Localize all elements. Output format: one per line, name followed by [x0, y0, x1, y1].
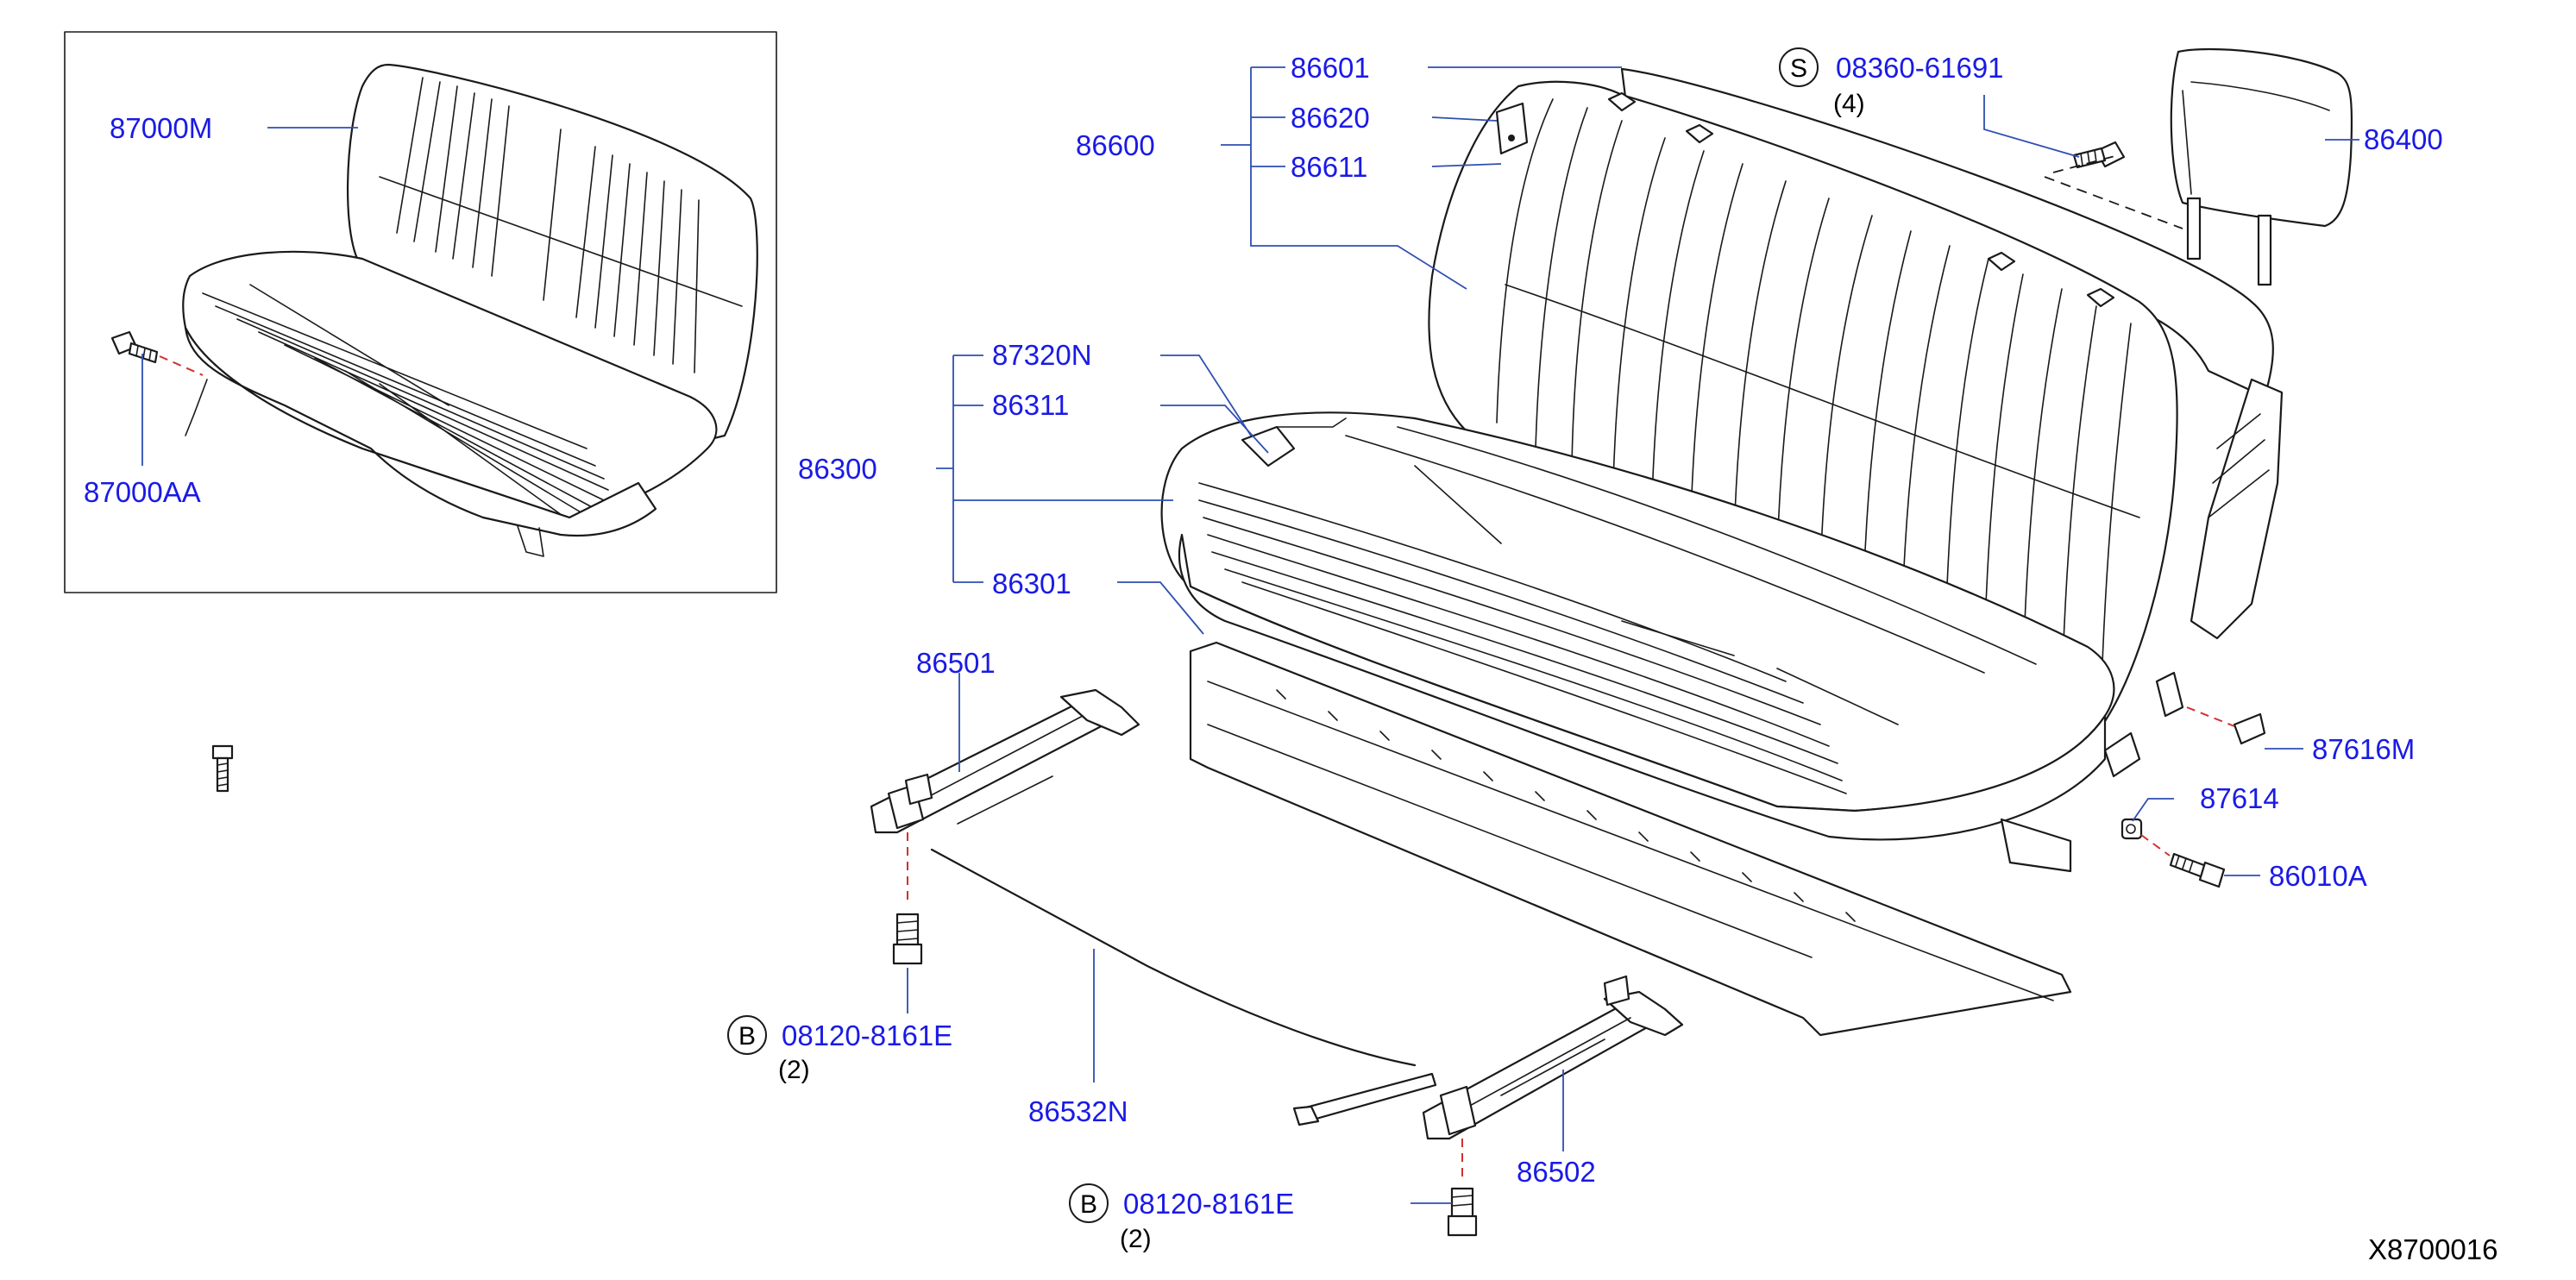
badge-b-2: B: [1069, 1183, 1109, 1223]
clip-icon: [2233, 712, 2266, 745]
headrest-post-left: [2186, 197, 2202, 260]
label-08120-8161E-2[interactable]: 08120-8161E: [1123, 1188, 1294, 1220]
inset-seat-back: [346, 63, 758, 467]
loose-bolt-icon: [211, 744, 234, 793]
label-86601[interactable]: 86601: [1291, 52, 1370, 84]
qty-08120-8161E-1: (2): [778, 1056, 810, 1084]
headrest-hidden-line: [2044, 176, 2183, 229]
label-86400[interactable]: 86400: [2364, 123, 2443, 155]
cushion-skirt: [1178, 533, 2107, 841]
leader-lines: [907, 66, 2359, 1204]
part-labels: 86601 86620 86611 86600 S 08360-61691 (4…: [727, 47, 2497, 1265]
slide-rail-left: [870, 688, 1140, 834]
seat-back: [1428, 67, 2284, 735]
qty-08360-61691: (4): [1833, 90, 1865, 118]
diagram-reference: X8700016: [2368, 1233, 2497, 1265]
label-86532N[interactable]: 86532N: [1028, 1095, 1128, 1127]
label-86301[interactable]: 86301: [992, 568, 1071, 599]
svg-text:B: B: [1080, 1190, 1097, 1219]
label-86311[interactable]: 86311: [992, 389, 1069, 421]
inset-seat-base: [184, 326, 657, 536]
cushion-frame: [1189, 641, 2184, 1037]
label-86010A[interactable]: 86010A: [2269, 860, 2367, 892]
label-08120-8161E-1[interactable]: 08120-8161E: [782, 1020, 952, 1051]
inset-seat-assembly: 87000M 87000AA: [64, 31, 777, 593]
qty-08120-8161E-2: (2): [1120, 1225, 1152, 1253]
inset-bolt-hidden-line: [159, 355, 204, 376]
bolt-side-icon: [2169, 852, 2226, 888]
label-87616M[interactable]: 87616M: [2312, 733, 2415, 765]
label-08360-61691[interactable]: 08360-61691: [1836, 52, 2004, 84]
slide-wire: [930, 848, 1417, 1067]
bushing-icon: [2120, 818, 2143, 840]
inset-bolt: [110, 330, 159, 364]
bolt-b-left-icon: [892, 913, 923, 965]
label-86600[interactable]: 86600: [1076, 129, 1155, 161]
cushion-hook: [1241, 425, 1296, 467]
label-87000AA[interactable]: 87000AA: [84, 476, 201, 508]
back-bracket-86620: [1495, 102, 1529, 155]
svg-text:B: B: [738, 1022, 756, 1051]
base-frame: [1189, 641, 2072, 1037]
headrest-pad: [2170, 47, 2353, 228]
label-87614[interactable]: 87614: [2200, 782, 2279, 814]
seat-cushion: [1160, 411, 2115, 841]
headrest-post-right: [2257, 214, 2272, 286]
badge-s: S: [1779, 47, 1819, 87]
label-86501[interactable]: 86501: [916, 647, 996, 679]
label-87320N[interactable]: 87320N: [992, 339, 1092, 371]
inset-frame: [64, 31, 777, 593]
headrest: [2170, 47, 2353, 286]
screw-s-icon: [2072, 141, 2126, 169]
label-87000M[interactable]: 87000M: [110, 112, 212, 144]
badge-b-1: B: [727, 1015, 767, 1055]
svg-text:S: S: [1790, 54, 1807, 83]
bolt-b-right-icon: [1447, 1187, 1478, 1237]
back-cushion: [1428, 80, 2178, 735]
label-86502[interactable]: 86502: [1517, 1156, 1596, 1188]
back-side-bracket: [2190, 378, 2284, 640]
slide-rail-right: [1422, 975, 1684, 1140]
label-86611[interactable]: 86611: [1291, 151, 1367, 183]
label-86620[interactable]: 86620: [1291, 102, 1370, 134]
slide-lever: [1301, 1072, 1437, 1123]
label-86300[interactable]: 86300: [798, 453, 877, 485]
